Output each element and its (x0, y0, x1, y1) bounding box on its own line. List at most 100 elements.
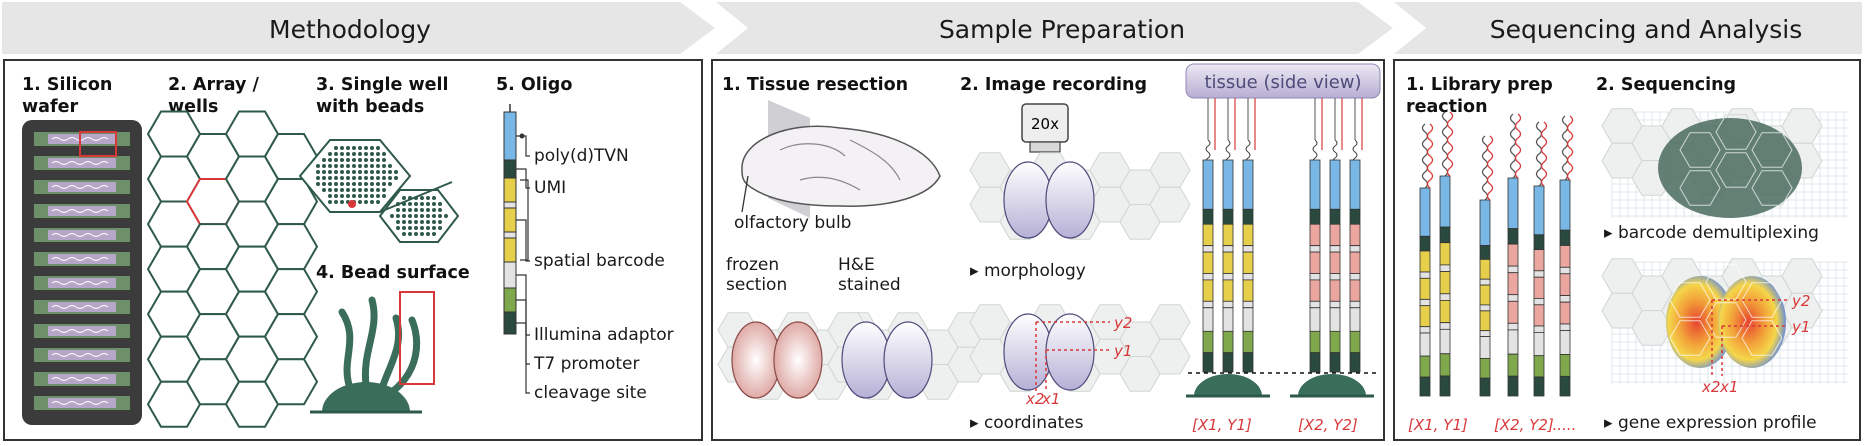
oligo-segment (1222, 300, 1234, 309)
oligo-segment (1507, 353, 1519, 377)
oligo-segment (1329, 352, 1341, 373)
oligo-segment (1349, 352, 1361, 373)
oligo-segment (1242, 307, 1254, 332)
wafer-chip-core (48, 158, 116, 168)
oligo-segment (1559, 179, 1571, 231)
bead (444, 214, 448, 218)
oligo-segment (1559, 273, 1571, 296)
bead (408, 214, 412, 218)
panel-methodology (3, 59, 703, 441)
wafer-chip-core (48, 230, 116, 240)
brain-illustration (741, 100, 941, 218)
bead (364, 146, 368, 150)
oligo-segment (1559, 295, 1571, 303)
bead (402, 208, 406, 212)
bead (352, 188, 356, 192)
wafer-trace (51, 233, 109, 237)
bead (340, 182, 344, 186)
bead (322, 182, 326, 186)
seq-y2-label: y2 (1791, 292, 1810, 310)
bead (352, 164, 356, 168)
frozen-section-label-line1: frozen (726, 255, 779, 275)
oligo-label-3: Illumina adaptor (534, 325, 674, 345)
oligo-segment (1507, 294, 1519, 302)
demux-hexagon (1715, 114, 1757, 150)
oligo-segment (1419, 187, 1431, 237)
demux-hexagon (1679, 170, 1721, 206)
bead (316, 170, 320, 174)
y2-label: y2 (1113, 314, 1132, 332)
oligo-label-2: spatial barcode (534, 251, 665, 271)
oligo-segment (1222, 159, 1234, 210)
wafer-chip-core (48, 326, 116, 336)
bead (388, 176, 392, 180)
bead (396, 208, 400, 212)
bead (352, 158, 356, 162)
oligo-segment (1533, 325, 1545, 333)
bead (364, 152, 368, 156)
bead (420, 220, 424, 224)
bead (420, 202, 424, 206)
bead (388, 182, 392, 186)
step-silicon-wafer-title: 1. Silicon (22, 75, 112, 95)
bead (328, 182, 332, 186)
oligo-segment (1507, 265, 1519, 274)
oligo-segment (1507, 300, 1519, 324)
oligo-segment (1419, 271, 1431, 279)
seq-y1-label: y1 (1791, 318, 1810, 336)
oligo-segment (1479, 304, 1491, 312)
demux-hexagon (1715, 152, 1757, 188)
bead (334, 146, 338, 150)
oligo-segment (1349, 159, 1361, 210)
banner-sequencing-analysis: Sequencing and Analysis (1394, 2, 1862, 54)
bead (322, 158, 326, 162)
oligo-segment (1533, 270, 1545, 278)
banner-methodology: Methodology (2, 2, 715, 54)
oligo-segment (1329, 279, 1341, 302)
oligo-segment (1559, 301, 1571, 325)
oligo-segment (1202, 273, 1214, 281)
bead (328, 188, 332, 192)
oligo-segment (1222, 245, 1234, 253)
cdna-strand (1566, 115, 1574, 181)
oligo-segment (1559, 229, 1571, 246)
step-array-wells-title: 2. Array / (168, 75, 259, 95)
bead (432, 202, 436, 206)
coordinates-brain (1003, 313, 1110, 392)
bead (334, 158, 338, 162)
oligo-segment (1309, 279, 1321, 302)
seq-x1-label: x1 (1719, 378, 1738, 396)
wafer-trace (51, 209, 109, 213)
well-hexagon (263, 358, 319, 406)
oligo-segment (1242, 245, 1254, 253)
cdna-strand (1446, 111, 1454, 177)
oligo-segment (1242, 330, 1254, 354)
bead (328, 158, 332, 162)
bead (340, 146, 344, 150)
oligo-segment (1202, 300, 1214, 309)
bead (316, 176, 320, 180)
oligo-segment (1419, 355, 1431, 378)
bead (352, 182, 356, 186)
oligo-segment (1222, 208, 1234, 225)
oligo-segment (1533, 185, 1545, 236)
bead (408, 226, 412, 230)
demux-hexagon (1679, 132, 1721, 168)
bead (370, 188, 374, 192)
bead (358, 158, 362, 162)
gene-expression-heatmap (1666, 264, 1788, 376)
rna-strand (1561, 115, 1569, 181)
lib-coord-x1-y1: [X1, Y1] (1408, 416, 1468, 434)
heat-hexagon (1741, 320, 1783, 356)
bead (432, 196, 436, 200)
oligo-segment (1202, 330, 1214, 354)
bead (358, 194, 362, 198)
oligo-segment (1242, 251, 1254, 274)
bead (358, 152, 362, 156)
bead (376, 176, 380, 180)
bead (414, 232, 418, 236)
oligo-segment (1419, 326, 1431, 334)
bead (370, 170, 374, 174)
bead (358, 188, 362, 192)
oligo-segment (1309, 245, 1321, 253)
